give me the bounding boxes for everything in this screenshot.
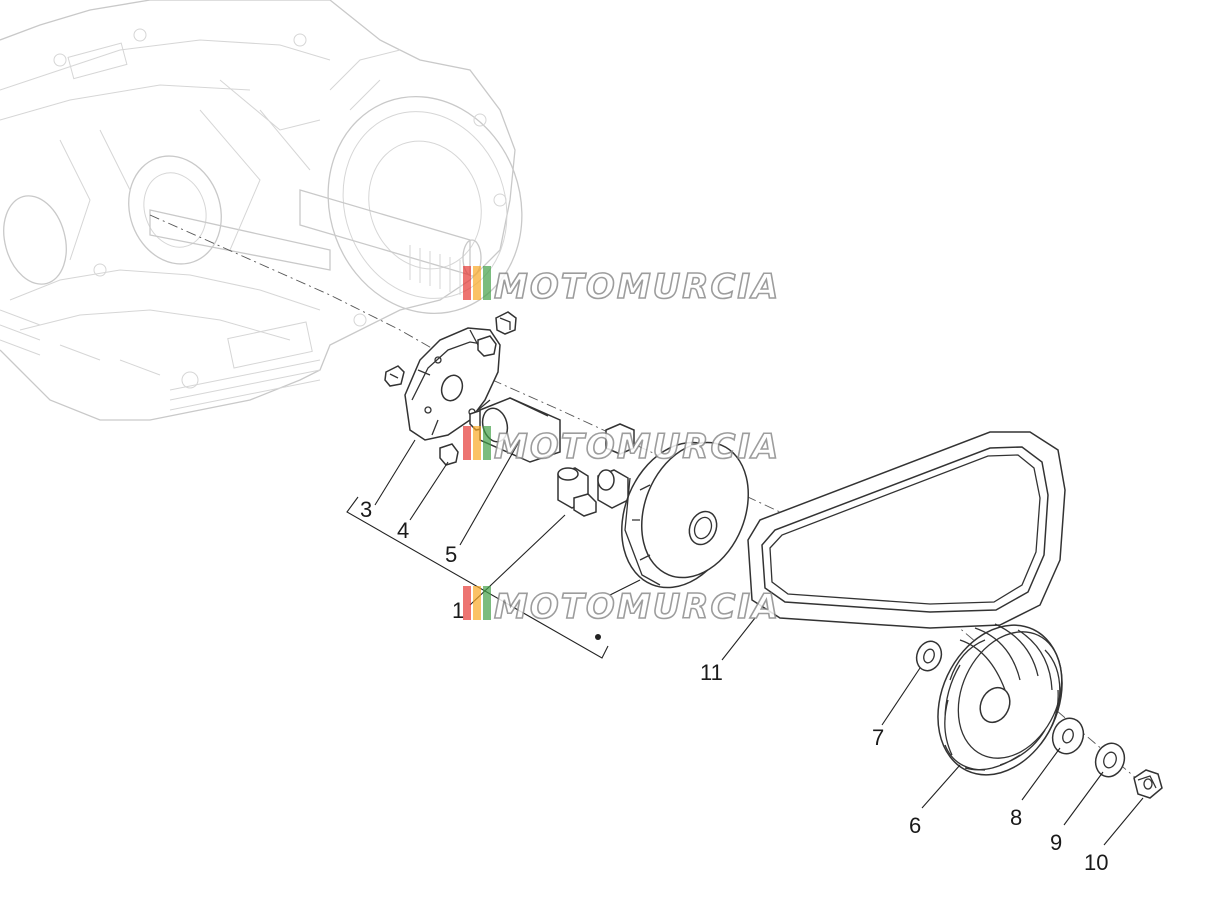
watermark-stripe-yellow [473, 426, 481, 460]
watermark-stripe-green [483, 266, 491, 300]
kit-bracket [346, 496, 609, 659]
watermark-text: MOTOMURCIA [494, 587, 780, 627]
watermark-stripe-yellow [473, 586, 481, 620]
fan-impeller-icon [937, 623, 1063, 776]
watermark-stripe-green [483, 426, 491, 460]
callout-10: 10 [1084, 850, 1108, 875]
callout-3: 3 [360, 497, 372, 522]
watermark-text: MOTOMURCIA [494, 267, 780, 307]
spring-washer-icon [1094, 742, 1126, 778]
kit-bracket-dot [595, 634, 601, 640]
washer-icon [1051, 717, 1085, 755]
callout-6: 6 [909, 813, 921, 838]
washer-icon [915, 640, 943, 672]
watermark-text: MOTOMURCIA [494, 427, 780, 467]
callout-4: 4 [397, 518, 409, 543]
watermark-stripe-red [463, 586, 471, 620]
leader-lines [374, 439, 1144, 846]
bushing-icon [479, 397, 561, 463]
watermark-stripe-green [483, 586, 491, 620]
roller-weight-icon [557, 423, 635, 517]
callout-11: 11 [700, 660, 723, 685]
center-axis-line [149, 214, 1151, 791]
ramp-plate-icon [404, 327, 501, 441]
drive-belt-icon [747, 431, 1066, 629]
callout-9: 9 [1050, 830, 1062, 855]
variator-pulley-icon [621, 441, 750, 589]
callout-7: 7 [872, 725, 884, 750]
watermark-top: MOTOMURCIA [463, 266, 780, 308]
watermark-stripe-red [463, 266, 471, 300]
watermark-middle: MOTOMURCIA [463, 426, 780, 468]
callout-5: 5 [445, 542, 457, 567]
watermark-bottom: MOTOMURCIA [463, 586, 780, 628]
watermark-stripe-yellow [473, 266, 481, 300]
callout-8: 8 [1010, 805, 1022, 830]
callout-1: 1 [452, 598, 464, 623]
watermark-stripe-red [463, 426, 471, 460]
engine-case-icon [0, 0, 523, 421]
nut-icon [1133, 769, 1163, 799]
